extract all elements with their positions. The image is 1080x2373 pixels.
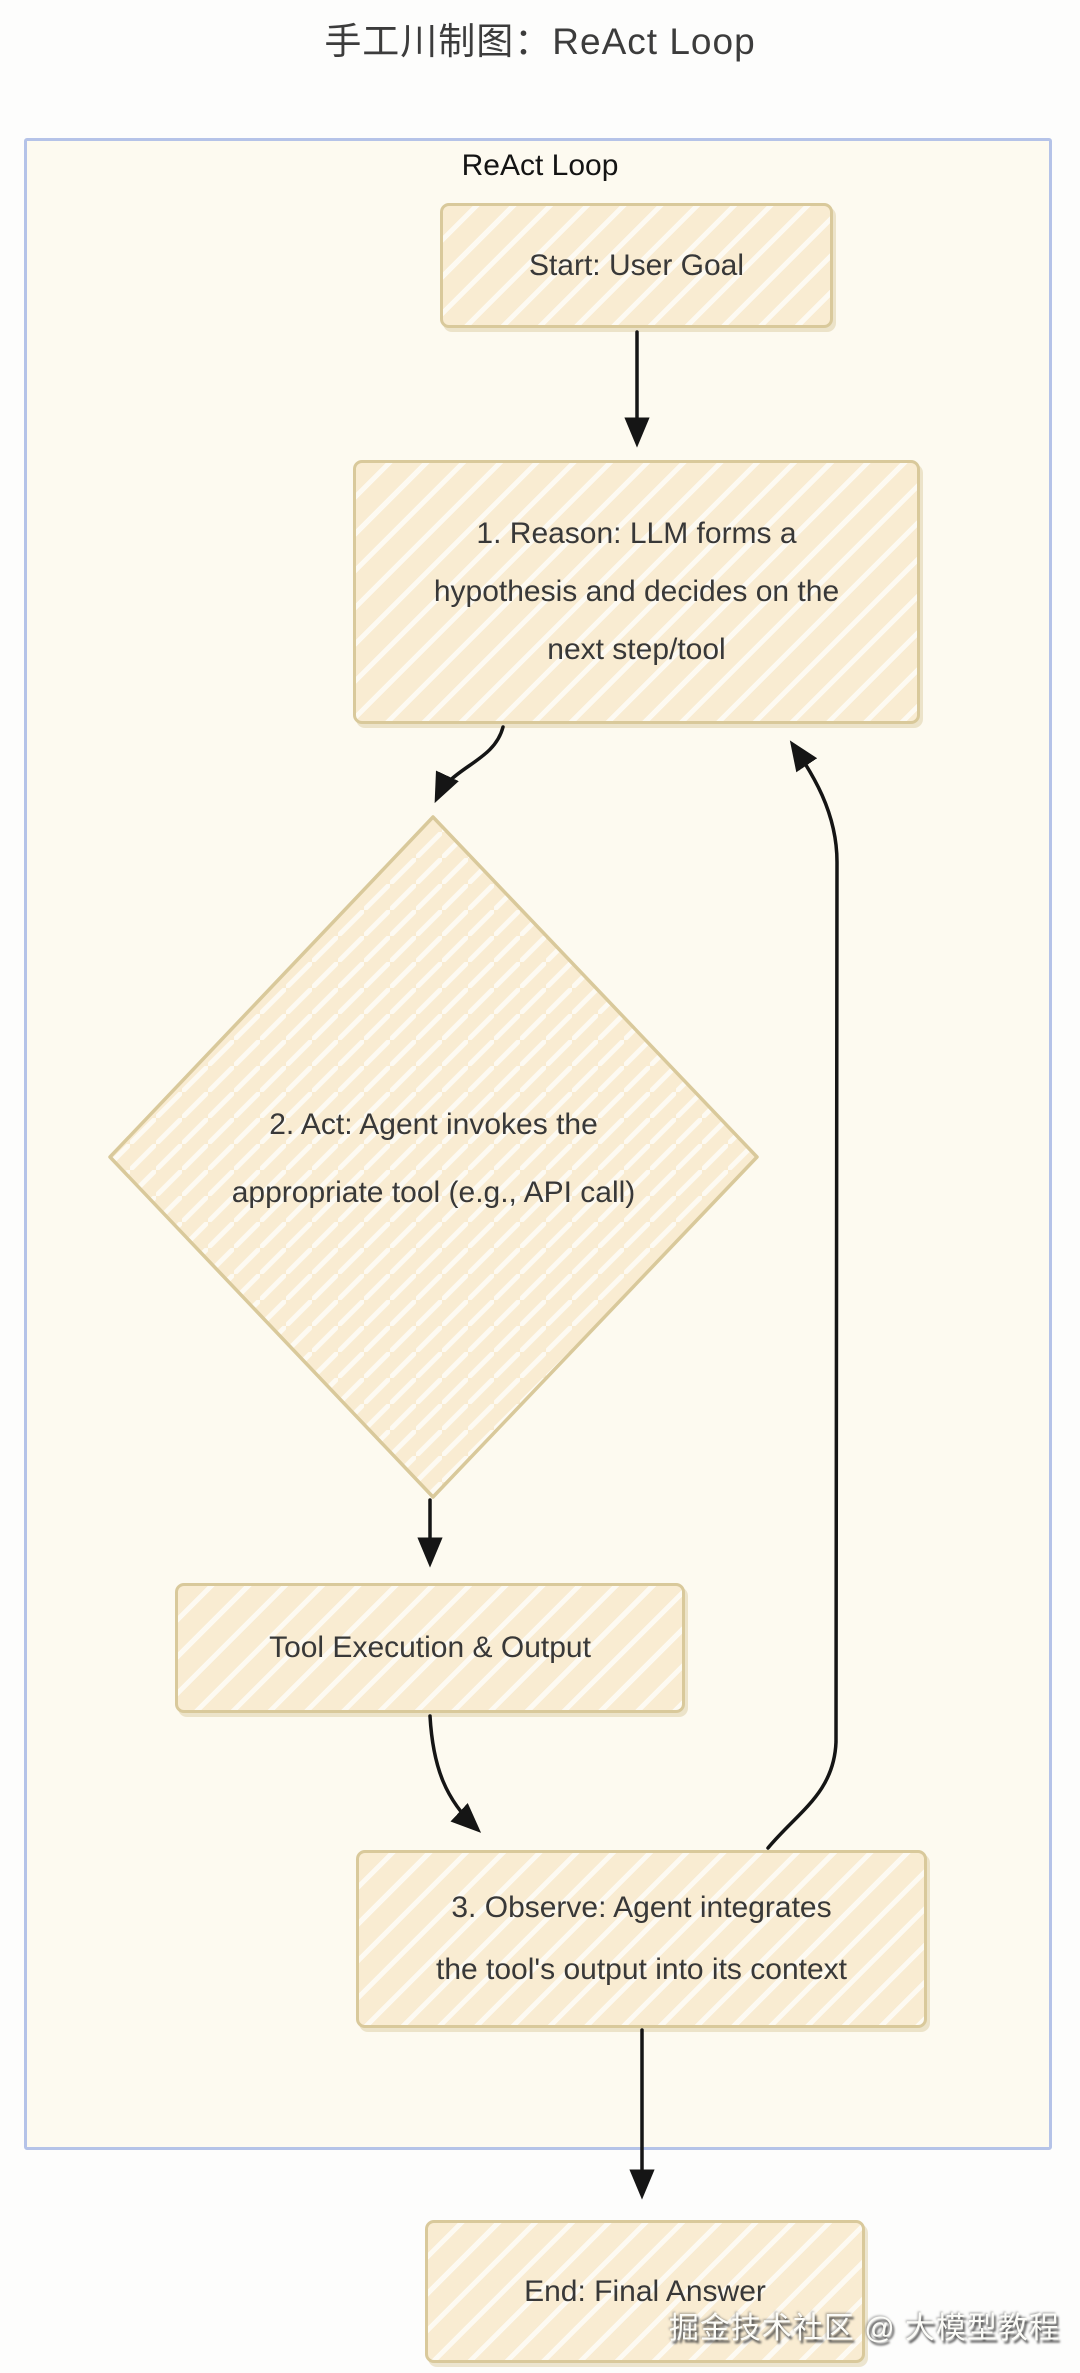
node-tool-label: Tool Execution & Output: [269, 1631, 591, 1664]
node-reason-line1: 1. Reason: LLM forms a: [476, 517, 797, 550]
node-observe: 3. Observe: Agent integrates the tool's …: [356, 1850, 927, 2028]
page-title: 手工川制图：ReAct Loop: [324, 21, 756, 62]
node-act-line1: 2. Act: Agent invokes the: [269, 1107, 598, 1141]
node-start: Start: User Goal: [440, 203, 833, 328]
node-end-label: End: Final Answer: [524, 2274, 766, 2308]
node-reason-line3: next step/tool: [547, 633, 726, 666]
react-loop-frame-label: ReAct Loop: [461, 149, 619, 182]
node-act: 2. Act: Agent invokes the appropriate to…: [110, 820, 757, 1497]
node-reason-line2: hypothesis and decides on the: [433, 575, 840, 608]
watermark: 掘金技术社区 @ 大模型教程: [668, 2312, 1060, 2345]
node-tool-execution: Tool Execution & Output: [175, 1583, 685, 1713]
node-observe-line1: 3. Observe: Agent integrates: [451, 1891, 832, 1924]
node-end: End: Final Answer: [425, 2220, 865, 2363]
node-reason: 1. Reason: LLM forms a hypothesis and de…: [353, 460, 920, 724]
node-observe-line2: the tool's output into its context: [436, 1953, 847, 1986]
node-act-line2: appropriate tool (e.g., API call): [231, 1175, 636, 1209]
node-start-label: Start: User Goal: [528, 248, 745, 282]
